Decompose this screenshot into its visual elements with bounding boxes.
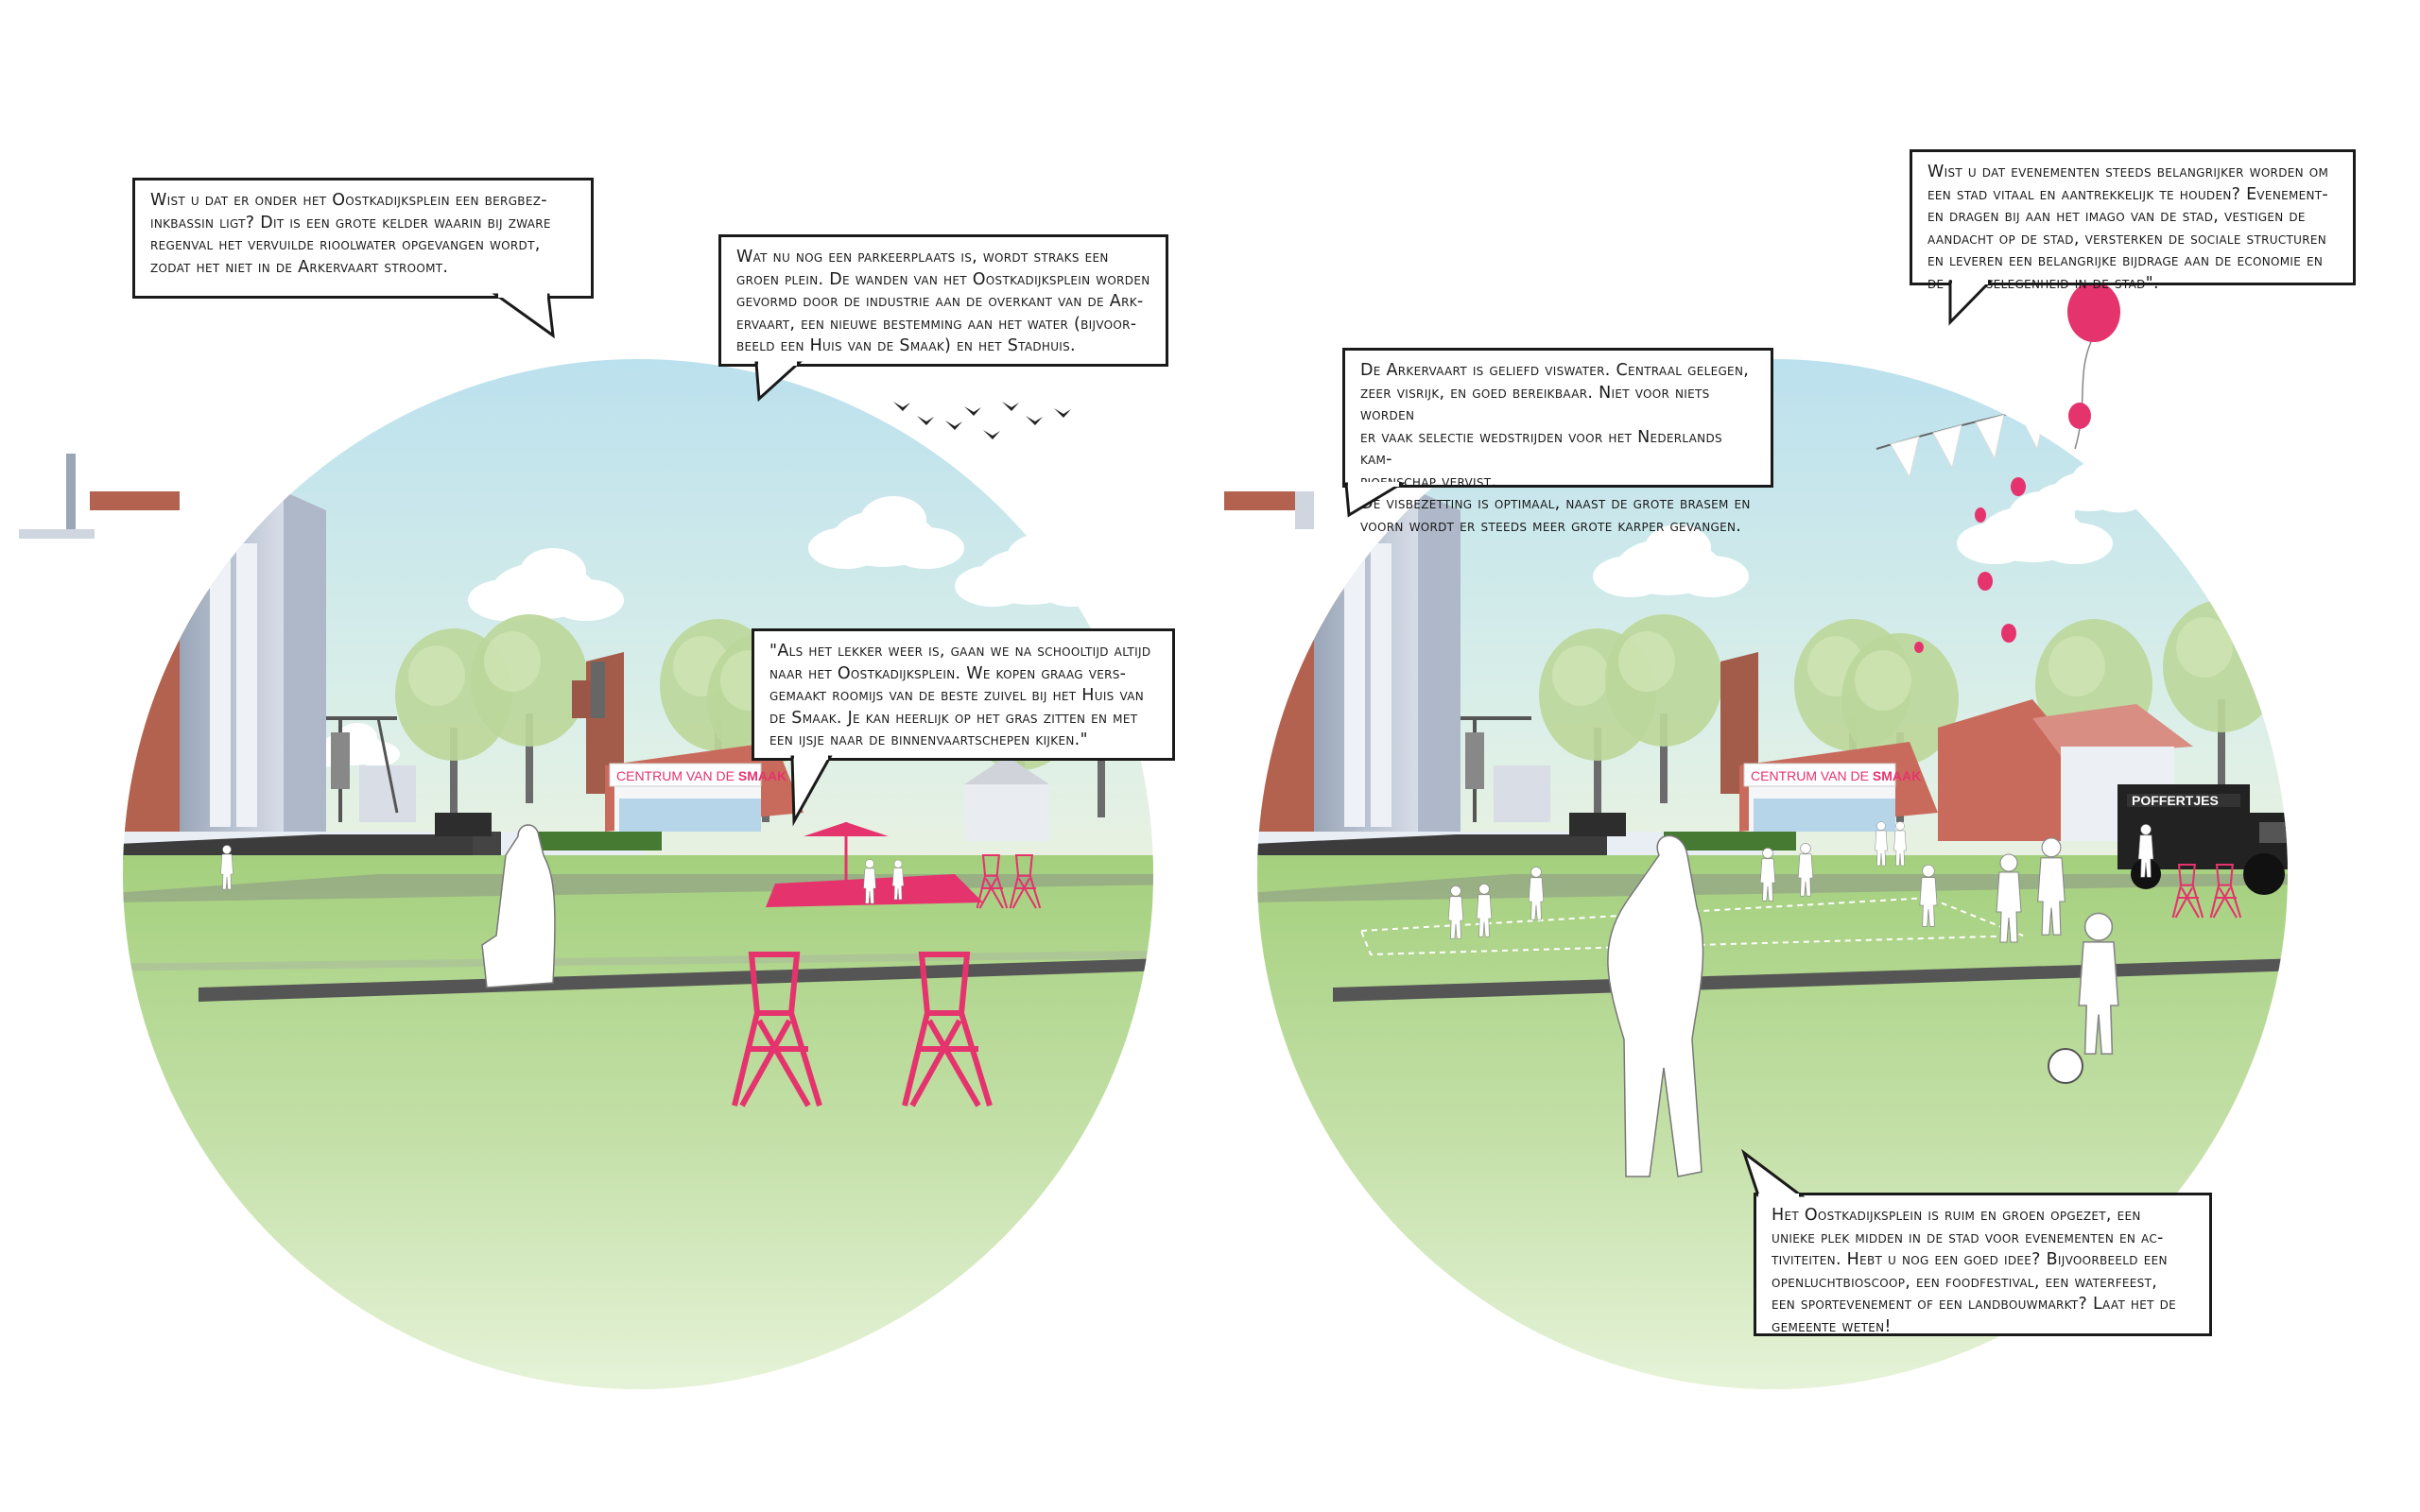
balloons	[1914, 282, 2120, 653]
bubble-tail	[1344, 482, 1407, 518]
bubble-evenementen: Wist u dat evenementen steeds belangrijk…	[1910, 149, 2356, 293]
bubble-tail	[1948, 280, 1994, 326]
bubble-tail	[790, 755, 833, 827]
bubble-ruim-en-groen: Het Oostkadijksplein is ruim en groen op…	[1754, 1193, 2212, 1336]
bubble-viswater: De Arkervaart is geliefd viswater. Centr…	[1342, 348, 1773, 536]
bubble-tail	[754, 361, 803, 403]
birds	[893, 402, 1071, 439]
bubble-quote: "Als het lekker weer is, gaan we na scho…	[752, 628, 1175, 761]
bubble-bergbezinkbassin: Wist u dat er onder het Oostkadijksplein…	[132, 178, 594, 299]
left-store-sign: CENTRUM VAN DE SMAAK	[616, 768, 786, 783]
truck-sign: POFFERTJES	[2132, 793, 2219, 808]
bubble-tail	[1741, 1148, 1806, 1199]
bubble-tail	[492, 293, 555, 339]
right-store-sign: CENTRUM VAN DE SMAAK	[1751, 768, 1921, 783]
left-scene: CENTRUM VAN DE SMAAK	[19, 359, 1153, 1389]
bubble-parkeerplaats: Wat nu nog een parkeerplaats is, wordt s…	[718, 234, 1168, 367]
